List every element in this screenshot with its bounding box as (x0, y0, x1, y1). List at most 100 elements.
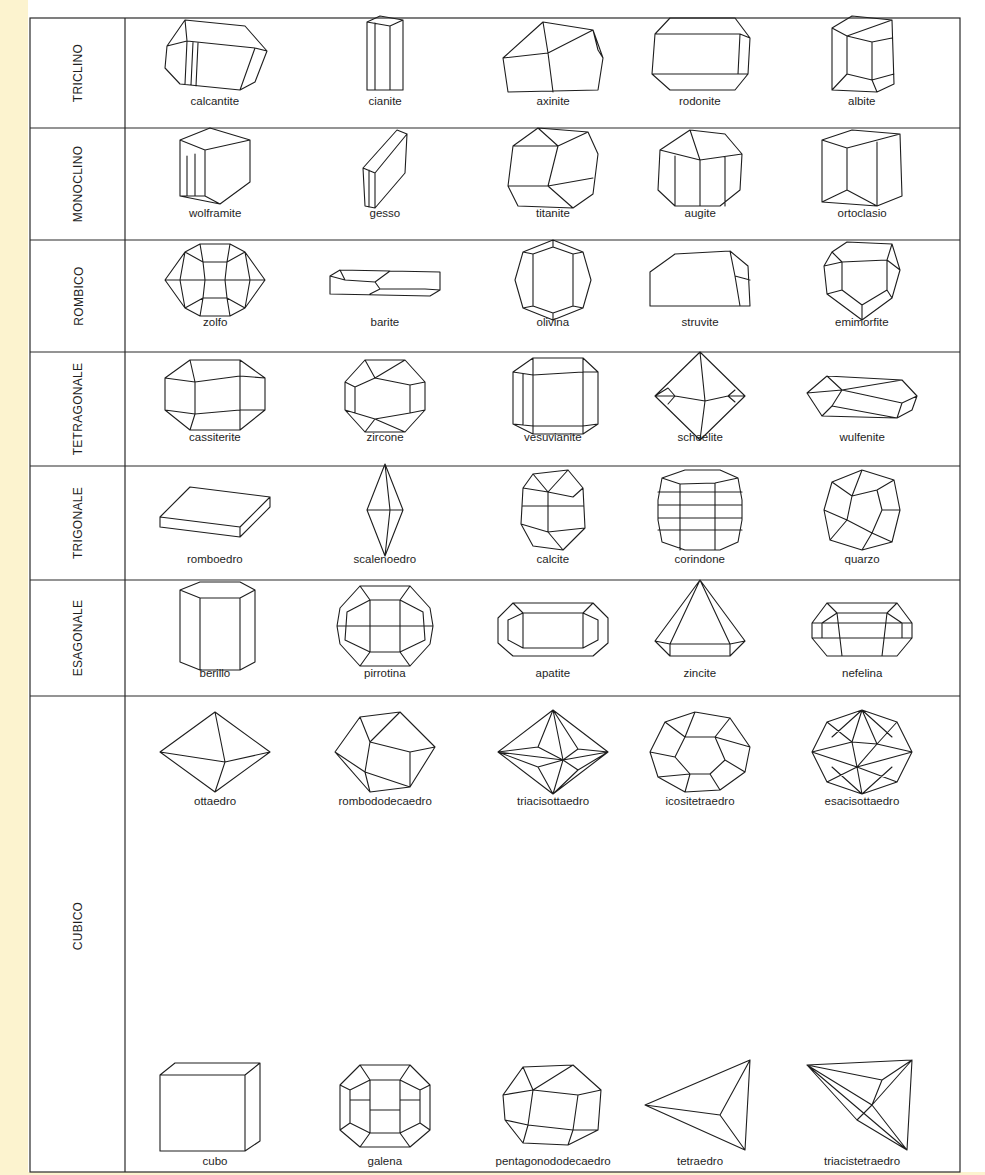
crystal-drawing (160, 487, 270, 537)
crystal-drawing (363, 130, 407, 208)
system-band: ESAGONALE berillo pirrotina apatite zincite n… (30, 580, 960, 696)
crystal-drawing (824, 242, 900, 320)
crystal-drawing (180, 128, 250, 204)
crystal-drawing (503, 22, 603, 92)
mineral-name: wolframite (189, 207, 241, 219)
crystal-drawing (832, 16, 894, 92)
crystal-drawing (367, 16, 403, 90)
crystal-drawing (513, 358, 598, 434)
mineral-name: apatite (536, 667, 571, 679)
row-rule (30, 695, 960, 696)
system-name: TRICLINO (71, 44, 85, 102)
mineral-name: barite (371, 316, 400, 328)
mineral-name: zincite (684, 667, 717, 679)
mineral-name: scalenoedro (354, 553, 417, 565)
system-band: TRIGONALE romboedro scalenoedro calcite cori… (30, 466, 960, 580)
crystal-drawing (180, 582, 255, 670)
mineral-name: titanite (536, 207, 570, 219)
system-name: ROMBICO (71, 266, 85, 325)
mineral-name: augite (685, 207, 716, 219)
mineral-name: struvite (682, 316, 719, 328)
row-rule (30, 127, 960, 128)
crystal-drawing (160, 712, 270, 792)
crystal-drawing (658, 470, 742, 550)
crystal-drawing (645, 1060, 750, 1150)
crystal-drawing (330, 270, 440, 296)
crystal-drawing (337, 586, 433, 666)
crystal-drawing (508, 128, 598, 208)
crystal-drawing (498, 710, 608, 794)
mineral-name: zolfo (203, 316, 227, 328)
crystal-drawing (822, 130, 902, 206)
mineral-name: triacistetraedro (824, 1155, 900, 1167)
mineral-name: cubo (203, 1155, 228, 1167)
mineral-name: axinite (537, 95, 570, 107)
crystal-drawing (807, 1060, 912, 1150)
crystal-drawing (521, 470, 585, 550)
mineral-name: ortoclasio (838, 207, 887, 219)
system-band: MONOCLINO wolframite gesso titanite augite or… (30, 128, 960, 240)
row-rule (30, 465, 960, 466)
mineral-name: triacisottaedro (517, 795, 589, 807)
mineral-name: cassiterite (189, 431, 241, 443)
crystal-drawing (812, 710, 912, 794)
system-name: TETRAGONALE (71, 363, 85, 456)
mineral-name: gesso (370, 207, 401, 219)
mineral-name: scheelite (678, 431, 723, 443)
mineral-name: galena (368, 1155, 403, 1167)
mineral-name: tetraedro (677, 1155, 723, 1167)
column-rule (124, 18, 125, 1172)
mineral-name: emimorfite (835, 316, 889, 328)
system-band: ROMBICO zolfo barite olivina struvite emimorf… (30, 240, 960, 352)
mineral-name: corindone (675, 553, 726, 565)
mineral-name: olivina (537, 316, 570, 328)
mineral-name: quarzo (845, 553, 880, 565)
page-margin (0, 0, 28, 1175)
mineral-name: romboedro (187, 553, 243, 565)
crystal-drawing (807, 376, 917, 418)
row-rule (30, 351, 960, 352)
mineral-name: berillo (200, 667, 231, 679)
crystal-drawing (165, 360, 265, 430)
table-grid (30, 18, 960, 1172)
mineral-name: albite (848, 95, 876, 107)
mineral-name: rombododecaedro (339, 795, 432, 807)
mineral-name: nefelina (842, 667, 882, 679)
system-name: ESAGONALE (71, 600, 85, 677)
crystal-drawing (824, 470, 900, 550)
crystal-drawing (160, 1063, 260, 1151)
crystal-drawing (655, 352, 745, 440)
system-band: TETRAGONALE cassiterite zircone vesuvianite… (30, 352, 960, 466)
system-name: TRIGONALE (71, 487, 85, 559)
mineral-name: wulfenite (840, 431, 885, 443)
mineral-name: zircone (367, 431, 404, 443)
mineral-name: calcantite (191, 95, 240, 107)
mineral-name: pirrotina (364, 667, 406, 679)
crystal-drawing (165, 244, 265, 316)
crystal-drawing (340, 1065, 430, 1147)
crystal-drawing (503, 1065, 601, 1145)
system-band: TRICLINO calcantite cianite axinite rodonite… (30, 18, 960, 128)
row-rule (30, 239, 960, 240)
crystal-drawing (498, 603, 608, 656)
crystal-drawing (652, 18, 750, 90)
system-name: MONOCLINO (71, 146, 85, 223)
mineral-name: calcite (537, 553, 570, 565)
crystal-drawing (335, 712, 435, 792)
crystal-drawing (650, 712, 750, 792)
mineral-name: icositetraedro (666, 795, 735, 807)
crystal-drawing (515, 240, 591, 320)
crystal-drawing (165, 20, 267, 90)
mineral-name: vesuvianite (524, 431, 582, 443)
system-band: CUBICO ottaedro rombododecaedro triacisotta… (30, 696, 960, 1172)
mineral-name: esacisottaedro (825, 795, 900, 807)
mineral-name: rodonite (679, 95, 721, 107)
mineral-name: pentagonododecaedro (496, 1155, 611, 1167)
crystal-drawing (345, 360, 425, 432)
mineral-name: cianite (369, 95, 402, 107)
system-name: CUBICO (71, 902, 85, 950)
table-border (30, 18, 960, 1172)
mineral-name: ottaedro (194, 795, 236, 807)
